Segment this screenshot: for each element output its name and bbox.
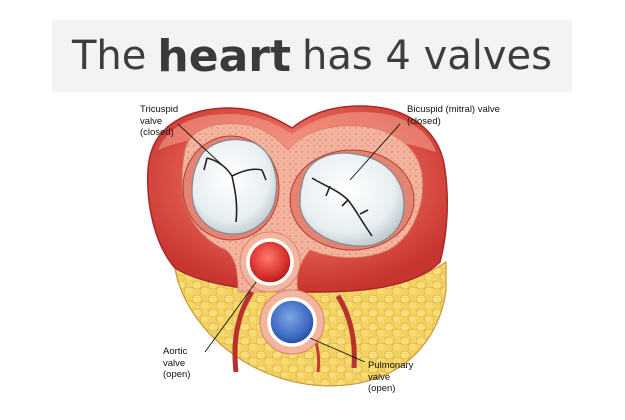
- title-emphasis: heart: [157, 30, 291, 82]
- title-prefix: The: [72, 33, 147, 79]
- aortic-valve: [246, 238, 294, 286]
- leader-line-bicuspid: [349, 123, 401, 181]
- title-banner: The heart has 4 valves: [52, 20, 572, 92]
- label-pulmonary-valve: Pulmonary valve (open): [368, 360, 414, 394]
- title-suffix: has 4 valves: [302, 33, 552, 79]
- leader-line-pulmonary: [309, 337, 366, 363]
- pulmonary-valve: [267, 297, 317, 347]
- label-bicuspid-valve: Bicuspid (mitral) valve (closed): [407, 104, 500, 127]
- muscle-top-surface: [158, 112, 436, 152]
- bicuspid-valve: [299, 152, 405, 247]
- bicuspid-cusp-line: [311, 177, 373, 237]
- coronary-vessel-left: [232, 290, 255, 373]
- coronary-vessel-right: [335, 294, 357, 369]
- label-aortic-valve: Aortic valve (open): [163, 346, 191, 380]
- leader-line-tricuspid: [177, 123, 223, 166]
- leader-line-aortic: [204, 281, 257, 353]
- label-tricuspid-valve: Tricuspid valve (closed): [140, 104, 179, 138]
